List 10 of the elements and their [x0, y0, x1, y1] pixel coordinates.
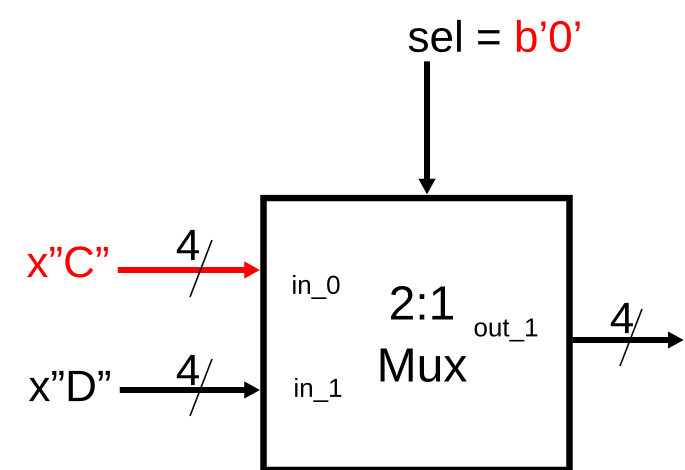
port-label: in_0 [293, 275, 340, 299]
mux-label: 2:1 Mux [380, 286, 467, 382]
bus-width-label: 4 [610, 302, 633, 334]
port-label: out_1 [474, 318, 538, 342]
signal-label: x”D” [28, 370, 110, 402]
bus-width-label: 4 [176, 230, 199, 260]
signal-label: x”C” [26, 246, 108, 278]
signal-label: sel = b’0’ [408, 20, 580, 52]
port-label: in_1 [295, 378, 342, 402]
bus-width-label: 4 [176, 354, 199, 386]
